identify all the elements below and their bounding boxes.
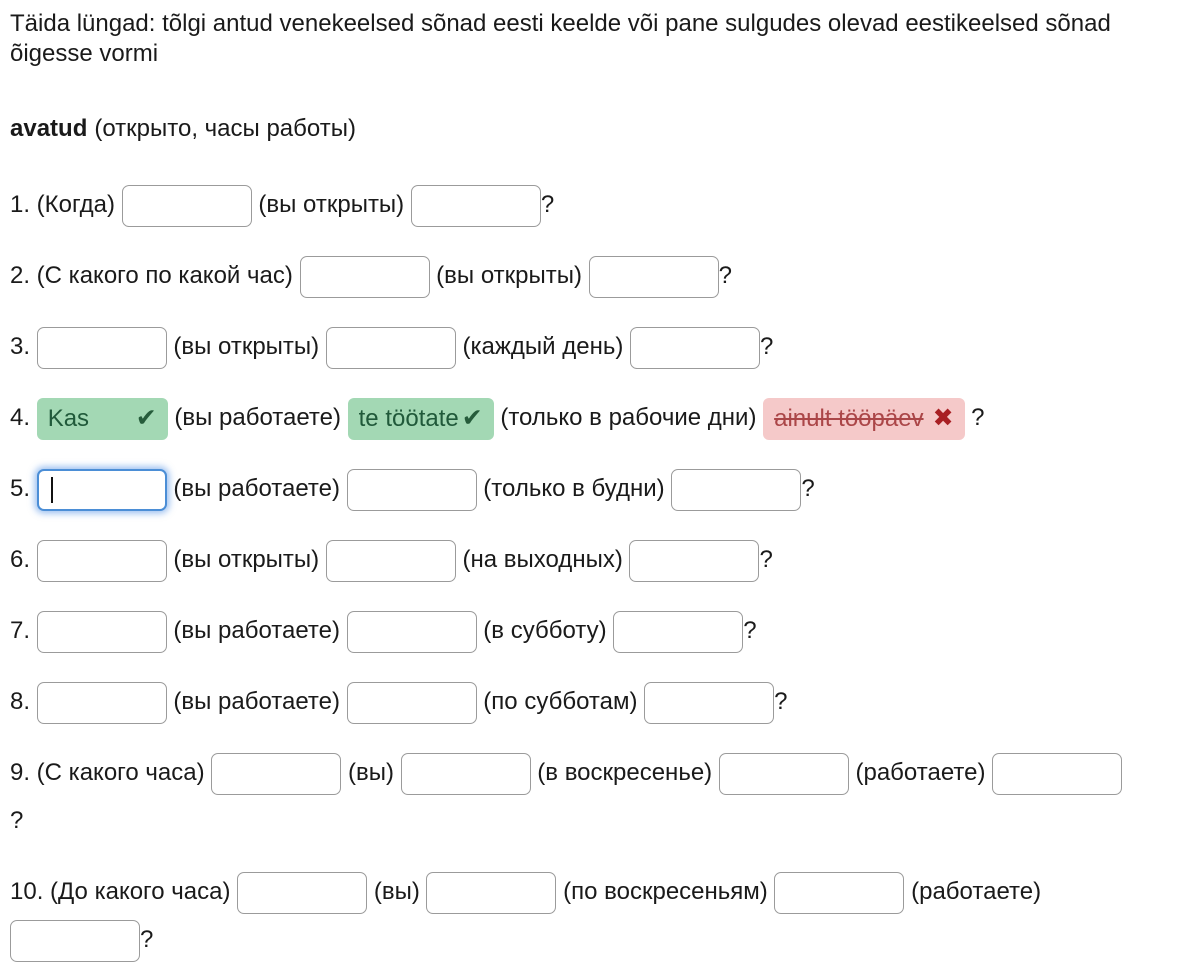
- prompt-text: 7.: [10, 617, 37, 644]
- prompt-text: (работаете): [848, 759, 993, 786]
- answer-wrong-chip: ainult tööpäev ✖: [763, 397, 965, 440]
- answer-input[interactable]: [36, 326, 167, 369]
- prompt-text: 8.: [10, 688, 37, 715]
- prompt-text: (вы открыты): [251, 191, 411, 218]
- answer-input[interactable]: [992, 752, 1123, 795]
- answer-input[interactable]: [237, 871, 368, 914]
- question-mark: ?: [760, 333, 774, 360]
- question-mark: ?: [10, 807, 24, 834]
- answer-input[interactable]: [630, 326, 761, 369]
- prompt-text: 4.: [10, 404, 37, 431]
- prompt-text: (в воскресенье): [530, 759, 719, 786]
- vocabulary-note: (открыто, часы работы): [94, 115, 356, 142]
- exercise-row-5: 5. (вы работаете) (только в будни) ?: [10, 465, 1200, 513]
- exercise-rows: 1. (Когда) (вы открыты) ?2. (С какого по…: [10, 181, 1200, 964]
- prompt-text: (вы работаете): [167, 404, 348, 431]
- prompt-text: (вы открыты): [429, 262, 589, 289]
- exercise-row-7: 7. (вы работаете) (в субботу) ?: [10, 607, 1200, 655]
- question-mark: ?: [718, 262, 732, 289]
- question-mark: ?: [774, 688, 788, 715]
- prompt-text: 1. (Когда): [10, 191, 122, 218]
- prompt-text: (в субботу): [476, 617, 614, 644]
- answer-input[interactable]: [718, 752, 849, 795]
- prompt-text: (вы работаете): [166, 688, 347, 715]
- answer-correct-chip: te töötate✔: [347, 397, 494, 440]
- answer-input[interactable]: [346, 468, 477, 511]
- answer-text: Kas: [47, 404, 90, 432]
- prompt-text: (работаете): [904, 878, 1048, 905]
- prompt-text: (вы открыты): [166, 546, 326, 573]
- answer-input[interactable]: [410, 184, 541, 227]
- answer-input[interactable]: [121, 184, 252, 227]
- prompt-text: (вы работаете): [166, 475, 347, 502]
- answer-input[interactable]: [426, 871, 557, 914]
- page-title: Täida lüngad: tõlgi antud venekeelsed sõ…: [10, 10, 1111, 67]
- question-mark: ?: [540, 191, 555, 218]
- prompt-text: 6.: [10, 546, 37, 573]
- vocabulary-line: avatud(открыто, часы работы): [10, 114, 1200, 144]
- answer-input[interactable]: [671, 468, 802, 511]
- answer-input-focused[interactable]: [36, 468, 167, 511]
- exercise-row-1: 1. (Когда) (вы открыты) ?: [10, 181, 1200, 229]
- prompt-text: 10. (До какого часа): [10, 878, 238, 905]
- answer-input[interactable]: [36, 681, 167, 724]
- answer-input[interactable]: [211, 752, 342, 795]
- focused-input-wrap[interactable]: [36, 468, 167, 511]
- prompt-text: (вы открыты): [166, 333, 326, 360]
- exercise-row-3: 3. (вы открыты) (каждый день) ?: [10, 323, 1200, 371]
- exercise-row-9: 9. (С какого часа) (вы) (в воскресенье) …: [10, 749, 1200, 845]
- prompt-text: (по субботам): [476, 688, 645, 715]
- answer-text: ainult tööpäev: [774, 404, 924, 432]
- vocabulary-term: avatud: [10, 115, 88, 142]
- prompt-text: 3.: [10, 333, 37, 360]
- question-mark: ?: [801, 475, 815, 502]
- question-mark: ?: [140, 926, 154, 953]
- prompt-text: (каждый день): [455, 333, 631, 360]
- answer-input[interactable]: [325, 539, 456, 582]
- prompt-text: (на выходных): [455, 546, 630, 573]
- prompt-text: 9. (С какого часа): [10, 759, 212, 786]
- cross-icon: ✖: [932, 404, 954, 433]
- answer-input[interactable]: [588, 255, 719, 298]
- check-icon: ✔: [135, 404, 157, 433]
- exercise-row-4: 4. Kas✔ (вы работаете) te töötate✔ (толь…: [10, 394, 1200, 442]
- answer-input[interactable]: [10, 919, 140, 962]
- prompt-text: (вы): [367, 878, 427, 905]
- answer-input[interactable]: [613, 610, 744, 653]
- question-mark: ?: [759, 546, 773, 573]
- exercise-row-8: 8. (вы работаете) (по субботам) ?: [10, 678, 1200, 726]
- prompt-text: 2. (С какого по какой час): [10, 262, 300, 289]
- answer-input[interactable]: [346, 681, 477, 724]
- prompt-text: (по воскресеньям): [556, 878, 775, 905]
- prompt-text: (только в рабочие дни): [493, 404, 764, 431]
- prompt-text: (вы): [341, 759, 401, 786]
- exercise-row-2: 2. (С какого по какой час) (вы открыты) …: [10, 252, 1200, 300]
- question-mark: ?: [964, 404, 985, 431]
- answer-input[interactable]: [629, 539, 760, 582]
- check-icon: ✔: [461, 404, 483, 433]
- answer-input[interactable]: [36, 539, 167, 582]
- answer-input[interactable]: [774, 871, 905, 914]
- answer-input[interactable]: [346, 610, 477, 653]
- answer-correct-chip: Kas ✔: [36, 397, 168, 440]
- answer-input[interactable]: [644, 681, 775, 724]
- text-caret: [50, 476, 53, 503]
- prompt-text: (вы работаете): [166, 617, 347, 644]
- answer-input[interactable]: [299, 255, 430, 298]
- exercise-page: Täida lüngad: tõlgi antud venekeelsed sõ…: [10, 9, 1200, 964]
- answer-text: te töötate: [358, 404, 459, 432]
- answer-input[interactable]: [36, 610, 167, 653]
- answer-input[interactable]: [325, 326, 456, 369]
- prompt-text: 5.: [10, 475, 37, 502]
- answer-input[interactable]: [400, 752, 531, 795]
- exercise-row-10: 10. (До какого часа) (вы) (по воскресень…: [10, 868, 1200, 964]
- prompt-text: (только в будни): [476, 475, 672, 502]
- question-mark: ?: [743, 617, 757, 644]
- exercise-row-6: 6. (вы открыты) (на выходных) ?: [10, 536, 1200, 584]
